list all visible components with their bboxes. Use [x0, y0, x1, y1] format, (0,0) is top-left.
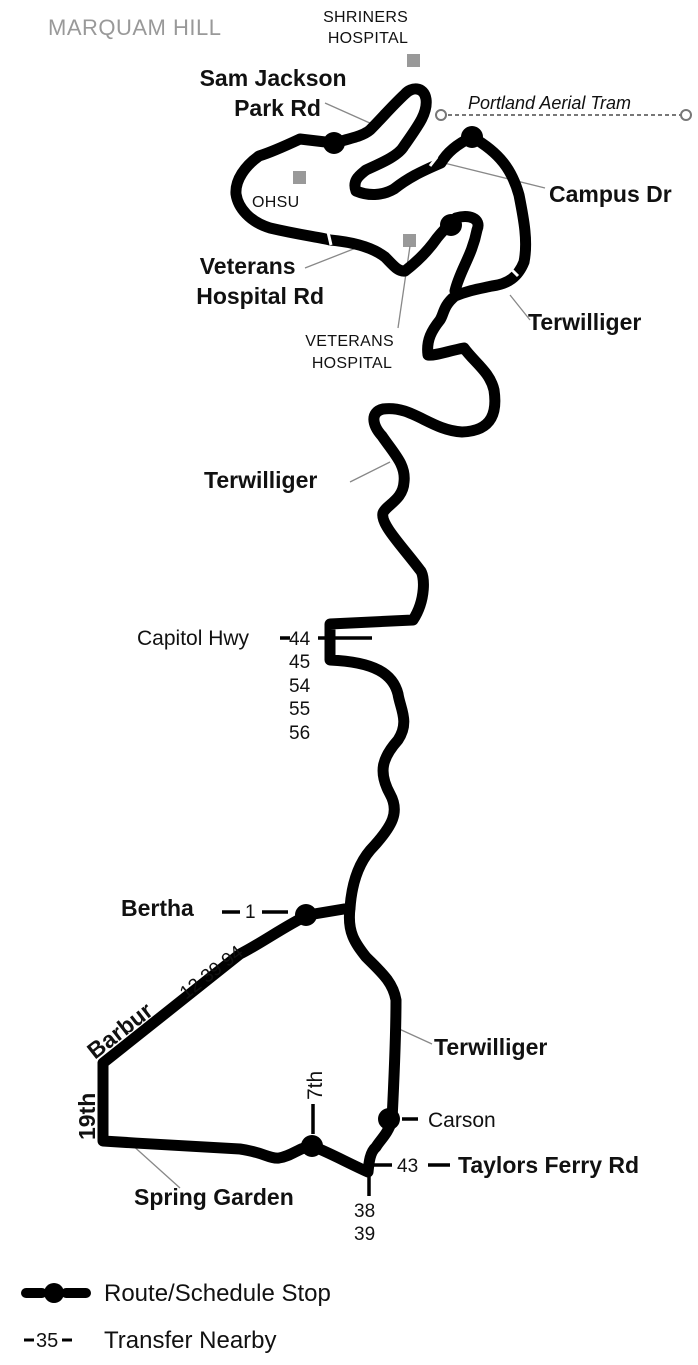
taylors-ferry-transfer-43: 43 [397, 1156, 418, 1177]
capitol-hwy-transfer-45: 45 [289, 652, 310, 673]
capitol-hwy-transfer-54: 54 [289, 676, 311, 697]
south-transfer-39: 39 [354, 1224, 375, 1245]
tram-terminal-east [680, 109, 692, 121]
route-line [230, 83, 532, 921]
capitol-hwy-transfer-44: 44 [289, 629, 311, 650]
campus-dr-label: Campus Dr [549, 181, 672, 207]
carson-label: Carson [428, 1109, 496, 1132]
sam-jackson-label: Sam Jackson Park Rd [200, 65, 353, 121]
barbur-transfers: 12 39 94 [176, 942, 248, 1004]
stop-bertha[interactable] [295, 904, 317, 926]
veterans-hospital-label: VETERANS HOSPITAL [305, 333, 398, 372]
legend-stop-label: Route/Schedule Stop [104, 1280, 331, 1307]
leader-terwilliger-upper [509, 294, 531, 321]
aerial-tram-label: Portland Aerial Tram [468, 93, 631, 113]
area-label: MARQUAM HILL [48, 15, 221, 40]
leader-sam-jackson [324, 102, 373, 125]
nineteenth-label: 19th [74, 1093, 100, 1140]
legend-stop-icon [44, 1283, 64, 1303]
seventh-label: 7th [304, 1071, 327, 1100]
leader-veterans-rd [304, 247, 357, 269]
legend: Route/Schedule Stop 35 Transfer Nearby [21, 1280, 331, 1354]
capitol-hwy-label: Capitol Hwy [137, 627, 250, 650]
route-arrow-1 [428, 156, 439, 167]
stop-campus-dr[interactable] [461, 126, 483, 148]
route-line-south [97, 902, 402, 1178]
route-arrow-3 [326, 231, 333, 246]
stop-carson[interactable] [378, 1108, 400, 1130]
capitol-hwy-transfer-56: 56 [289, 723, 310, 744]
shriners-hospital-label: SHRINERS HOSPITAL [323, 9, 413, 47]
legend-transfer-symbol: 35 [36, 1330, 58, 1352]
stop-spring-garden-7th[interactable] [301, 1135, 323, 1157]
stop-sam-jackson[interactable] [323, 132, 345, 154]
leader-terwilliger-lower [396, 1027, 433, 1045]
tram-terminal-west [435, 109, 447, 121]
south-transfer-38: 38 [354, 1201, 375, 1222]
ohsu-marker [293, 171, 306, 184]
terwilliger-mid-label: Terwilliger [204, 467, 317, 493]
veterans-hospital-marker [403, 234, 416, 247]
capitol-hwy-transfer-55: 55 [289, 699, 310, 720]
leader-spring-garden [129, 1142, 181, 1189]
route-arrow-2 [508, 266, 520, 278]
veterans-rd-label: Veterans Hospital Rd [196, 253, 324, 309]
spring-garden-label: Spring Garden [134, 1184, 294, 1210]
terwilliger-upper-label: Terwilliger [528, 309, 641, 335]
terwilliger-lower-label: Terwilliger [434, 1034, 547, 1060]
bertha-label: Bertha [121, 895, 194, 921]
legend-transfer-label: Transfer Nearby [104, 1327, 277, 1354]
shriners-hospital-marker [407, 54, 420, 67]
leader-terwilliger-mid [349, 461, 391, 483]
taylors-ferry-label: Taylors Ferry Rd [458, 1152, 639, 1178]
ohsu-label: OHSU [252, 194, 299, 211]
bertha-transfer-1: 1 [245, 902, 256, 923]
leader-campus-dr [439, 161, 546, 189]
stop-veterans-hospital[interactable] [440, 214, 462, 236]
leader-veterans-hospital [397, 245, 411, 329]
